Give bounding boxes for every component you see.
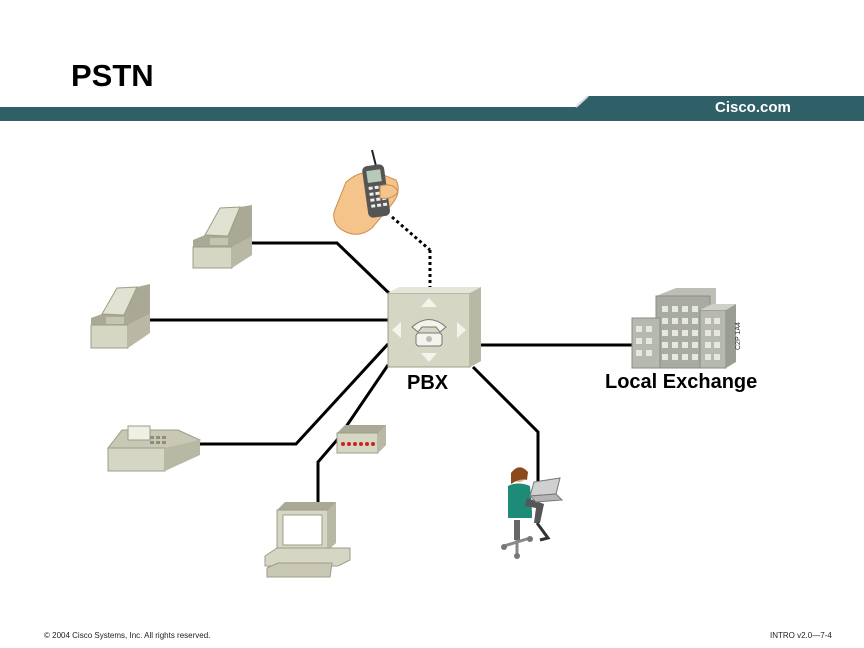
copyright-footer: © 2004 Cisco Systems, Inc. All rights re…: [44, 631, 211, 640]
line-phone-top: [252, 241, 394, 298]
connection-lines: [150, 215, 632, 503]
figure-code-tag: C2P 1A4: [735, 322, 742, 350]
person-laptop-icon: [501, 467, 564, 559]
office-building-icon: [631, 288, 736, 369]
pbx-label: PBX: [407, 372, 449, 394]
mobile-phone-icon: [333, 149, 399, 235]
modem-icon: [336, 425, 386, 454]
desk-phone-icon-top: [192, 205, 252, 269]
computer-icon: [264, 502, 351, 578]
slide-title: PSTN: [71, 58, 154, 93]
fax-machine-icon: [107, 425, 202, 472]
slide-reference: INTRO v2.0—7-4: [770, 631, 832, 640]
wireless-link: [391, 215, 431, 252]
header-banner: [0, 95, 864, 121]
pbx-switch-icon: [387, 287, 481, 368]
desk-phone-icon-middle: [90, 284, 150, 349]
line-pc: [316, 364, 390, 503]
line-fax: [200, 342, 390, 446]
brand-logo-text: Cisco.com: [715, 99, 791, 116]
local-exchange-label: Local Exchange: [605, 371, 758, 393]
line-agent: [471, 365, 540, 481]
